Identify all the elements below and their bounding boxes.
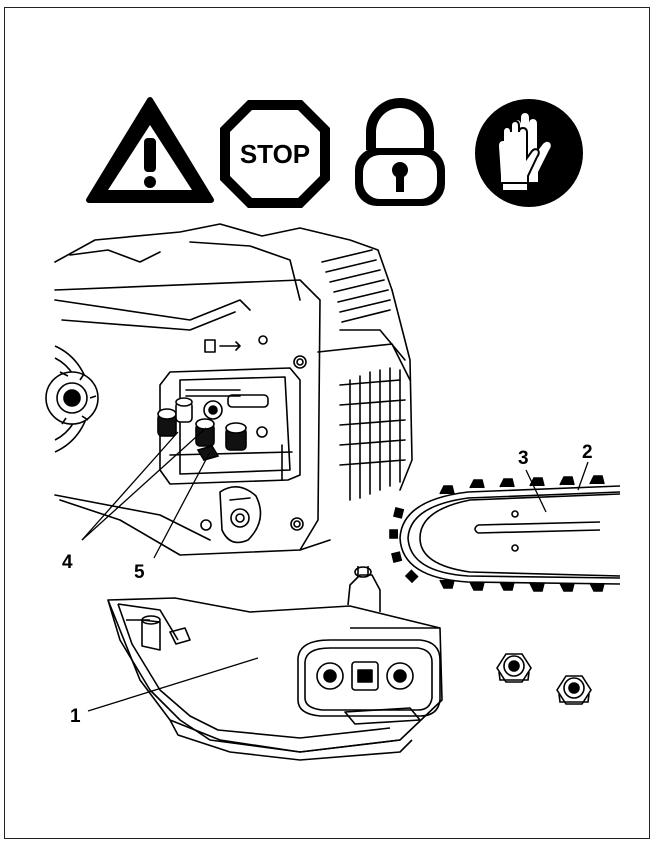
leader-line-4a — [81, 431, 179, 541]
protective-gloves-icon — [475, 99, 583, 207]
label-5: 5 — [134, 562, 145, 583]
label-1: 1 — [70, 706, 81, 727]
stop-sign-icon: STOP — [220, 100, 330, 208]
saw-chain — [389, 475, 621, 592]
warning-triangle-icon — [86, 97, 214, 203]
sprocket-cover — [107, 566, 443, 761]
leader-line-5 — [153, 451, 211, 559]
leader-line-3 — [525, 469, 547, 513]
padlock-icon — [355, 98, 445, 206]
leader-line-2 — [577, 461, 589, 491]
label-3: 3 — [518, 448, 529, 469]
leader-line-4b — [81, 427, 207, 541]
sprocket — [45, 345, 99, 453]
chainsaw-body — [54, 223, 413, 556]
leader-line-1 — [87, 657, 259, 712]
label-4: 4 — [62, 552, 73, 573]
stop-sign-text: STOP — [240, 139, 310, 169]
guide-bar — [419, 493, 621, 577]
bar-nut — [496, 653, 532, 683]
bar-studs — [157, 397, 268, 461]
leader-lines — [81, 427, 589, 712]
bar-nut — [556, 675, 592, 705]
label-2: 2 — [582, 442, 593, 463]
